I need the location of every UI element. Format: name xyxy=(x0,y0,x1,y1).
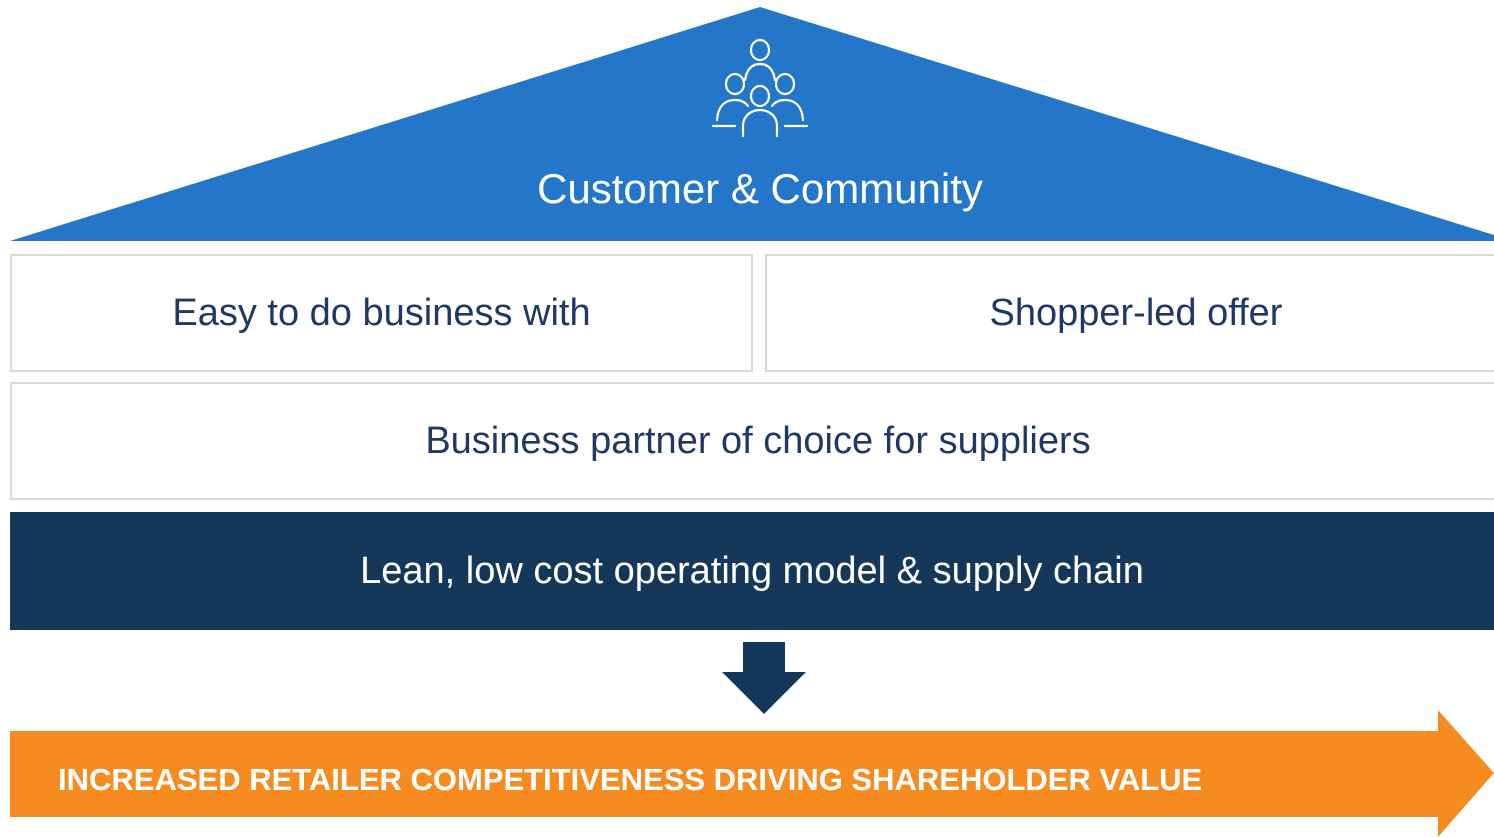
result-label: INCREASED RETAILER COMPETITIVENESS DRIVI… xyxy=(58,762,1203,797)
people-group-icon xyxy=(711,38,809,138)
foundation-label: Lean, low cost operating model & supply … xyxy=(360,549,1144,592)
pillar-easy-to-do-business: Easy to do business with xyxy=(10,254,753,372)
down-arrow-icon xyxy=(722,642,806,714)
pillar-shopper-led-offer: Shopper-led offer xyxy=(765,254,1494,372)
roof-title: Customer & Community xyxy=(537,165,983,212)
result-arrow xyxy=(10,710,1494,837)
roof-triangle xyxy=(10,7,1494,241)
foundation-block: Lean, low cost operating model & supply … xyxy=(10,512,1494,630)
pillar-business-partner: Business partner of choice for suppliers xyxy=(10,382,1494,500)
